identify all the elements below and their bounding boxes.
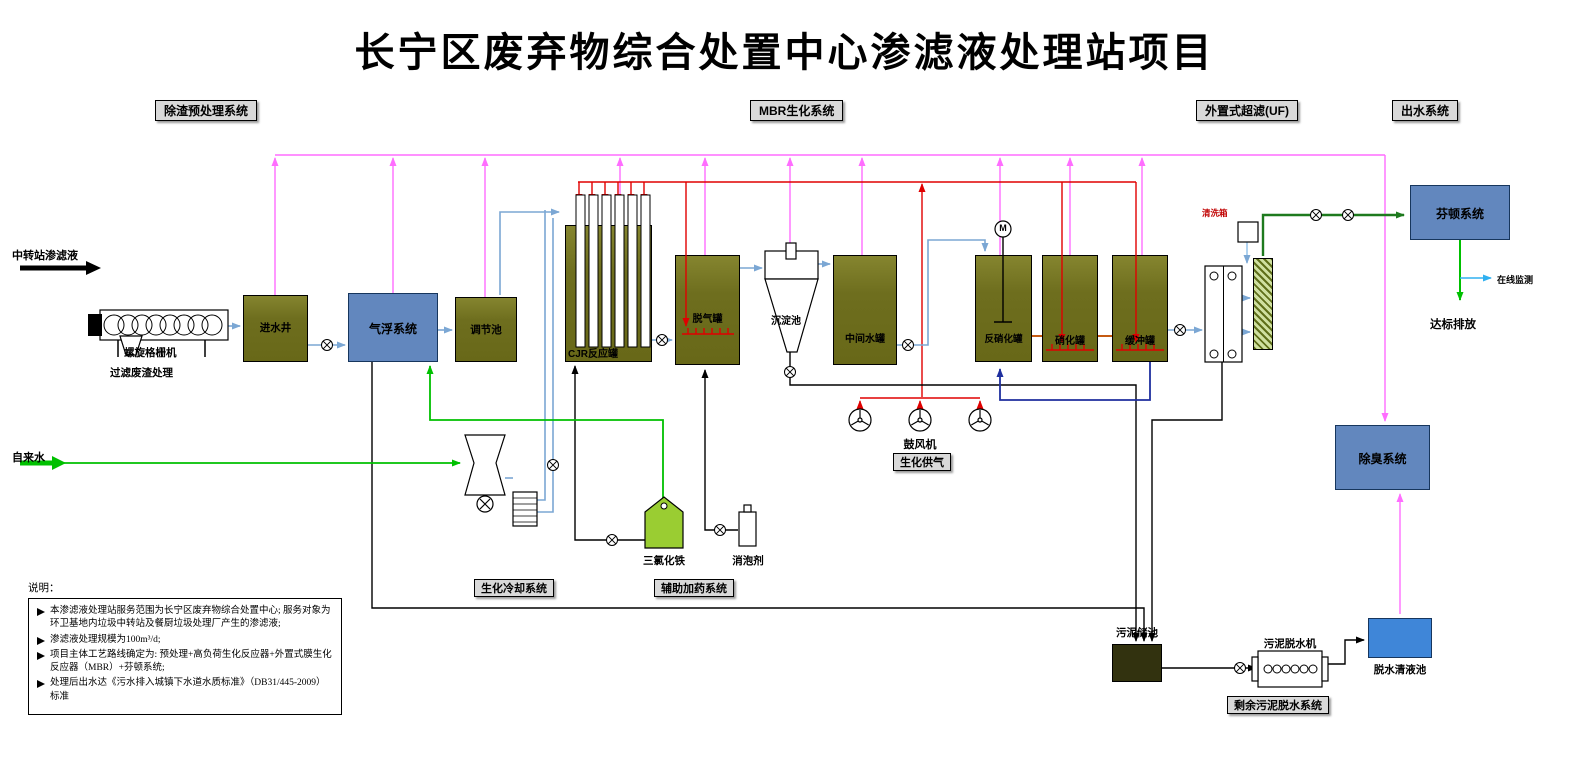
residue-disposal-label: 过滤废渣处理 xyxy=(110,367,173,379)
note-item: 处理后出水达《污水排入城镇下水道水质标准》（DB31/445-2009）标准 xyxy=(37,677,333,704)
note-arrow-icon xyxy=(37,636,45,645)
sludge-storage-pool xyxy=(1112,644,1162,682)
note-item: 项目主体工艺路线确定为: 预处理+高负荷生化反应器+外置式膜生化反应器（MBR）… xyxy=(37,649,333,676)
bio-air-supply-chip: 生化供气 xyxy=(893,453,951,471)
buffer-tank-label: 缓冲罐 xyxy=(1125,336,1155,347)
notes-box: 本渗滤液处理站服务范围为长宁区废弃物综合处置中心; 服务对象为环卫基地内垃圾中转… xyxy=(28,598,342,716)
cjr-reactor-label: CJR反应罐 xyxy=(568,349,619,360)
tap-water-label: 自来水 xyxy=(12,452,45,464)
ferric-chloride-label: 三氯化铁 xyxy=(643,555,685,567)
dewatering-clear-tank-label: 脱水清液池 xyxy=(1373,664,1427,676)
uf-membrane-module xyxy=(1253,258,1273,350)
sedimentation-label: 沉淀池 xyxy=(771,316,801,327)
deodorization-label: 除臭系统 xyxy=(1358,452,1407,466)
dewatering-clear-tank-unit xyxy=(1368,618,1432,658)
defoamer-label: 消泡剂 xyxy=(732,555,764,567)
inlet-well-tank xyxy=(243,295,308,362)
note-text: 本渗滤液处理站服务范围为长宁区废弃物综合处置中心; 服务对象为环卫基地内垃圾中转… xyxy=(50,606,331,630)
fenton-system-unit xyxy=(1410,185,1510,240)
intermediate-tank-label: 中间水罐 xyxy=(845,334,885,345)
page-title: 长宁区废弃物综合处置中心渗滤液处理站项目 xyxy=(354,30,1215,75)
discharge-label: 达标排放 xyxy=(1430,319,1476,331)
dosing-system-chip: 辅助加药系统 xyxy=(654,579,734,597)
note-text: 渗滤液处理规模为100m³/d; xyxy=(50,634,161,645)
sludge-dewatering-machine-label: 污泥脱水机 xyxy=(1263,638,1317,650)
note-text: 处理后出水达《污水排入城镇下水道水质标准》（DB31/445-2009）标准 xyxy=(50,678,326,702)
online-monitor-label: 在线监测 xyxy=(1497,275,1534,285)
fenton-label: 芬顿系统 xyxy=(1435,207,1484,221)
section-pretreatment: 除渣预处理系统 xyxy=(155,100,258,121)
mixer-motor-label: M xyxy=(999,223,1007,233)
sludge-storage-label: 污泥储池 xyxy=(1116,627,1158,639)
deodorization-unit xyxy=(1335,425,1430,490)
note-arrow-icon xyxy=(37,651,45,660)
equalization-tank xyxy=(455,297,517,362)
equalization-label: 调节池 xyxy=(470,324,502,336)
nitrification-label: 硝化罐 xyxy=(1055,336,1085,347)
section-uf: 外置式超滤(UF) xyxy=(1196,100,1298,121)
section-effluent: 出水系统 xyxy=(1392,100,1459,121)
air-flotation-label: 气浮系统 xyxy=(368,322,417,336)
note-text: 项目主体工艺路线确定为: 预处理+高负荷生化反应器+外置式膜生化反应器（MBR）… xyxy=(50,649,332,674)
note-item: 渗滤液处理规模为100m³/d; xyxy=(37,634,333,647)
note-item: 本渗滤液处理站服务范围为长宁区废弃物综合处置中心; 服务对象为环卫基地内垃圾中转… xyxy=(37,605,333,632)
cleaning-tank-label: 清洗箱 xyxy=(1202,208,1228,218)
bio-cooling-chip: 生化冷却系统 xyxy=(474,579,554,597)
inlet-well-label: 进水井 xyxy=(259,322,292,334)
intermediate-water-tank xyxy=(833,255,897,365)
sludge-dewatering-system-chip: 剩余污泥脱水系统 xyxy=(1227,696,1329,714)
note-arrow-icon xyxy=(37,608,45,616)
note-arrow-icon xyxy=(37,680,45,689)
influent-label: 中转站渗滤液 xyxy=(12,250,78,262)
degassing-label: 脱气罐 xyxy=(692,314,723,325)
screw-screen-label: 螺旋格栅机 xyxy=(124,347,177,359)
notes-title: 说明： xyxy=(28,583,60,594)
denitrification-label: 反硝化罐 xyxy=(984,334,1023,345)
air-flotation-unit xyxy=(348,293,438,362)
section-mbr: MBR生化系统 xyxy=(750,100,844,121)
blowers-label: 鼓风机 xyxy=(903,439,937,451)
